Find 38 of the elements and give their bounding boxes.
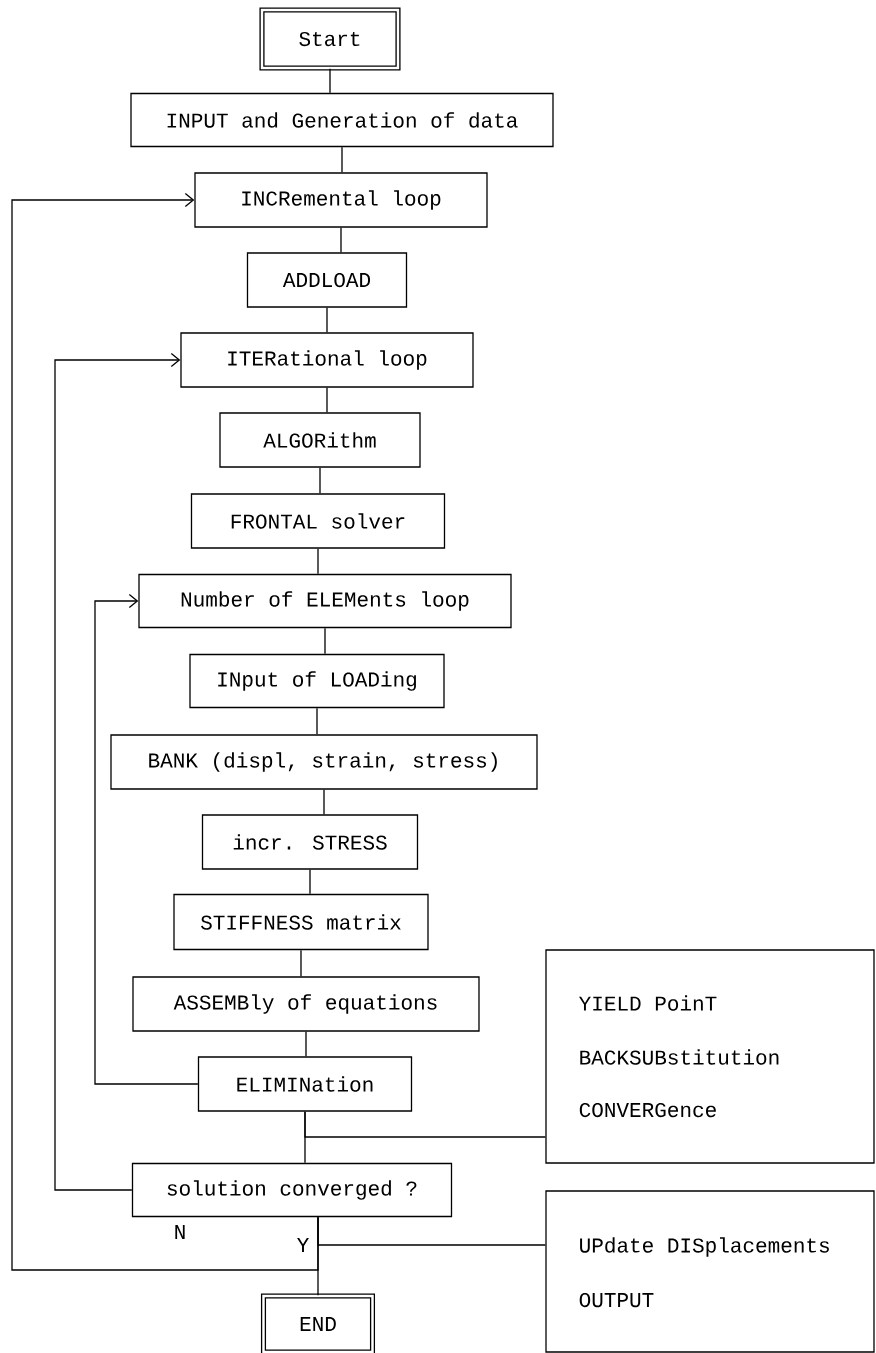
connector bbox=[341, 146, 343, 173]
connector bbox=[11, 192, 319, 1271]
connector bbox=[305, 1031, 307, 1057]
process-box: UPdate DISplacements OUTPUT bbox=[545, 1190, 875, 1353]
connector bbox=[94, 593, 199, 1085]
process-box: INput of LOADing bbox=[189, 653, 445, 709]
process-box: solution converged ? bbox=[131, 1162, 453, 1218]
connector bbox=[326, 387, 328, 413]
connector bbox=[300, 949, 302, 977]
edge-label: Y bbox=[295, 1237, 311, 1253]
process-box: ELIMINation bbox=[197, 1056, 413, 1112]
connector bbox=[54, 352, 181, 1191]
connector bbox=[326, 307, 328, 333]
process-box: ASSEMBly of equations bbox=[132, 976, 480, 1032]
connector bbox=[316, 707, 318, 735]
edge-label: N bbox=[172, 1224, 188, 1240]
process-box: ADDLOAD bbox=[246, 252, 408, 308]
process-box: STIFFNESS matrix bbox=[173, 893, 429, 951]
connector bbox=[329, 68, 331, 94]
connector bbox=[319, 467, 321, 494]
connector bbox=[304, 1111, 306, 1164]
process-box: INCRemental loop bbox=[194, 172, 488, 228]
process-box: ITERational loop bbox=[180, 332, 474, 388]
connector bbox=[323, 789, 325, 815]
process-box: FRONTAL solver bbox=[190, 493, 446, 549]
connector bbox=[317, 548, 319, 575]
process-box: INPUT and Generation of data bbox=[130, 92, 554, 148]
connector bbox=[317, 1216, 319, 1296]
connector bbox=[324, 627, 326, 655]
connector bbox=[340, 227, 342, 253]
terminal-box: END bbox=[260, 1293, 376, 1353]
process-box: Number of ELEMents loop bbox=[138, 573, 512, 629]
process-box: incr. STRESS bbox=[201, 814, 419, 870]
terminal-box: Start bbox=[259, 7, 401, 71]
process-box: YIELD PoinT BACKSUBstitution CONVERGence bbox=[545, 949, 875, 1164]
connector bbox=[309, 869, 311, 895]
process-box: ALGORithm bbox=[219, 412, 421, 468]
process-box: BANK (displ, strain, stress) bbox=[110, 734, 538, 790]
